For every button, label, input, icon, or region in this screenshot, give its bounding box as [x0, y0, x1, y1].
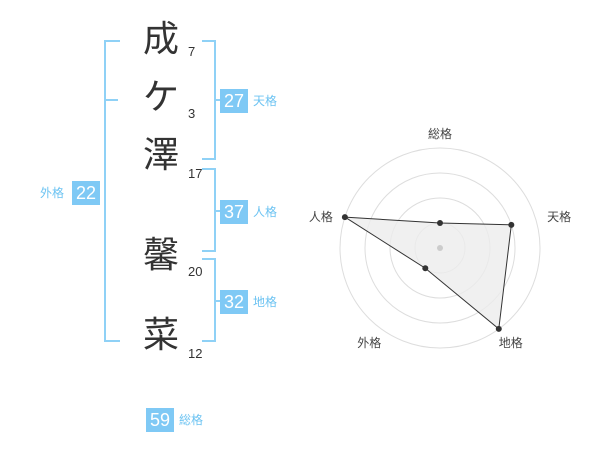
name-char-1: 成 [142, 19, 179, 60]
radar-center-dot [437, 245, 443, 251]
stroke-count-2: 3 [188, 106, 196, 121]
radar-axis-label-4: 外格 [357, 335, 381, 350]
radar-axis-label-3: 地格 [499, 335, 523, 350]
radar-polygon [344, 216, 512, 330]
radar-point-4 [422, 265, 429, 272]
jinkaku-label: 人格 [253, 205, 278, 219]
chikaku-tick [214, 300, 220, 302]
jinkaku-value: 37 [220, 200, 248, 224]
tenkaku-value: 27 [220, 89, 248, 113]
tenkaku-tick [214, 99, 220, 101]
name-char-5: 菜 [142, 315, 179, 356]
gaikaku-inner-tick [106, 99, 118, 101]
name-column: 成 7 ケ 3 澤 17 馨 20 菜 12 27 天格 37 人格 32 地格… [40, 19, 278, 432]
jinkaku-tick [214, 210, 220, 212]
gaikaku-bracket [104, 40, 120, 342]
gaikaku-label: 外格 [40, 186, 65, 200]
stroke-count-5: 12 [188, 346, 203, 361]
name-char-4: 馨 [142, 235, 179, 276]
soukaku-label: 総格 [179, 413, 204, 427]
chikaku-value: 32 [220, 290, 248, 314]
stroke-count-1: 7 [188, 44, 196, 59]
radar-ring-3 [364, 172, 516, 324]
radar-area [344, 216, 512, 330]
radar-point-1 [437, 220, 443, 226]
name-char-3: 澤 [142, 135, 179, 176]
radar-axis-label-2: 天格 [547, 209, 571, 224]
radar-points [341, 214, 515, 332]
radar-point-3 [495, 325, 502, 332]
radar-axis-label-1: 総格 [428, 126, 452, 141]
chikaku-label: 地格 [253, 295, 278, 309]
gaikaku-value: 22 [72, 181, 100, 205]
tenkaku-label: 天格 [253, 94, 278, 108]
stroke-count-4: 20 [188, 264, 203, 279]
radar-axis-label-5: 人格 [309, 209, 333, 224]
radar-point-5 [341, 214, 348, 221]
name-char-2: ケ [142, 77, 179, 118]
radar-ring-4 [339, 147, 541, 349]
soukaku-value: 59 [146, 408, 174, 432]
stroke-count-3: 17 [188, 166, 203, 181]
radar-point-2 [508, 221, 515, 228]
